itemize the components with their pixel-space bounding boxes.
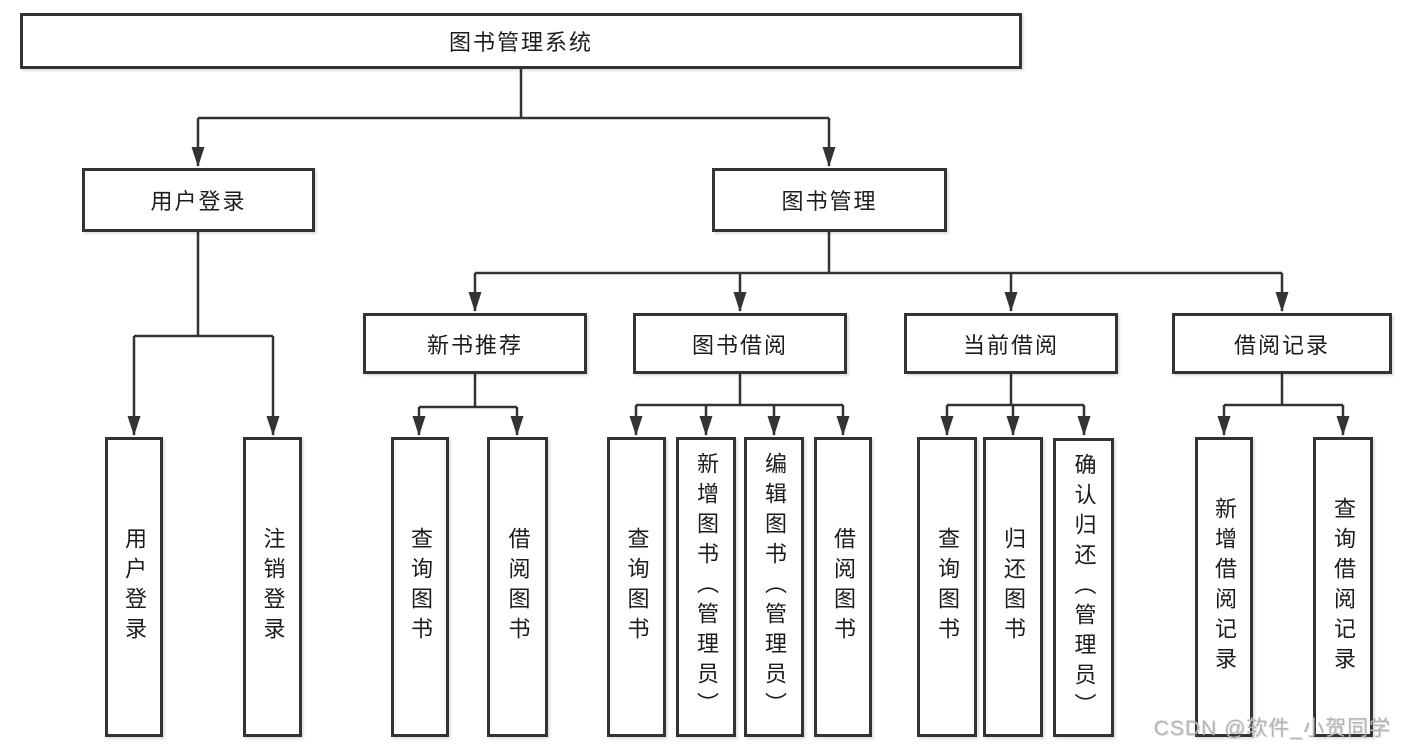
leaf-borrow-books-borrowing: 借阅图书 — [814, 437, 872, 737]
leaf-query-books-recommend: 查询图书 — [391, 437, 449, 737]
leaf-return-books: 归还图书 — [983, 437, 1043, 737]
node-new-book-recommendation: 新书推荐 — [363, 313, 587, 374]
node-borrowing-records: 借阅记录 — [1172, 313, 1392, 374]
node-library-management-system: 图书管理系统 — [20, 13, 1022, 69]
node-book-management: 图书管理 — [712, 168, 947, 232]
watermark: CSDN @软件_小贺同学 — [1153, 717, 1391, 740]
leaf-query-books-borrowing: 查询图书 — [607, 437, 666, 737]
leaf-confirm-return-admin: 确认归还（管理员） — [1053, 438, 1114, 737]
leaf-edit-books-admin: 编辑图书（管理员） — [744, 437, 804, 737]
node-book-borrowing: 图书借阅 — [633, 313, 847, 374]
node-user-login: 用户登录 — [82, 168, 315, 232]
leaf-borrow-books-recommend: 借阅图书 — [487, 437, 548, 737]
leaf-user-login: 用户登录 — [105, 437, 163, 737]
leaf-add-books-admin: 新增图书（管理员） — [676, 437, 736, 737]
leaf-logout: 注销登录 — [243, 437, 302, 737]
leaf-query-books-current: 查询图书 — [917, 437, 977, 737]
leaf-query-borrow-record: 查询借阅记录 — [1313, 437, 1373, 737]
leaf-add-borrow-record: 新增借阅记录 — [1195, 437, 1253, 737]
node-current-borrowing: 当前借阅 — [904, 313, 1118, 374]
